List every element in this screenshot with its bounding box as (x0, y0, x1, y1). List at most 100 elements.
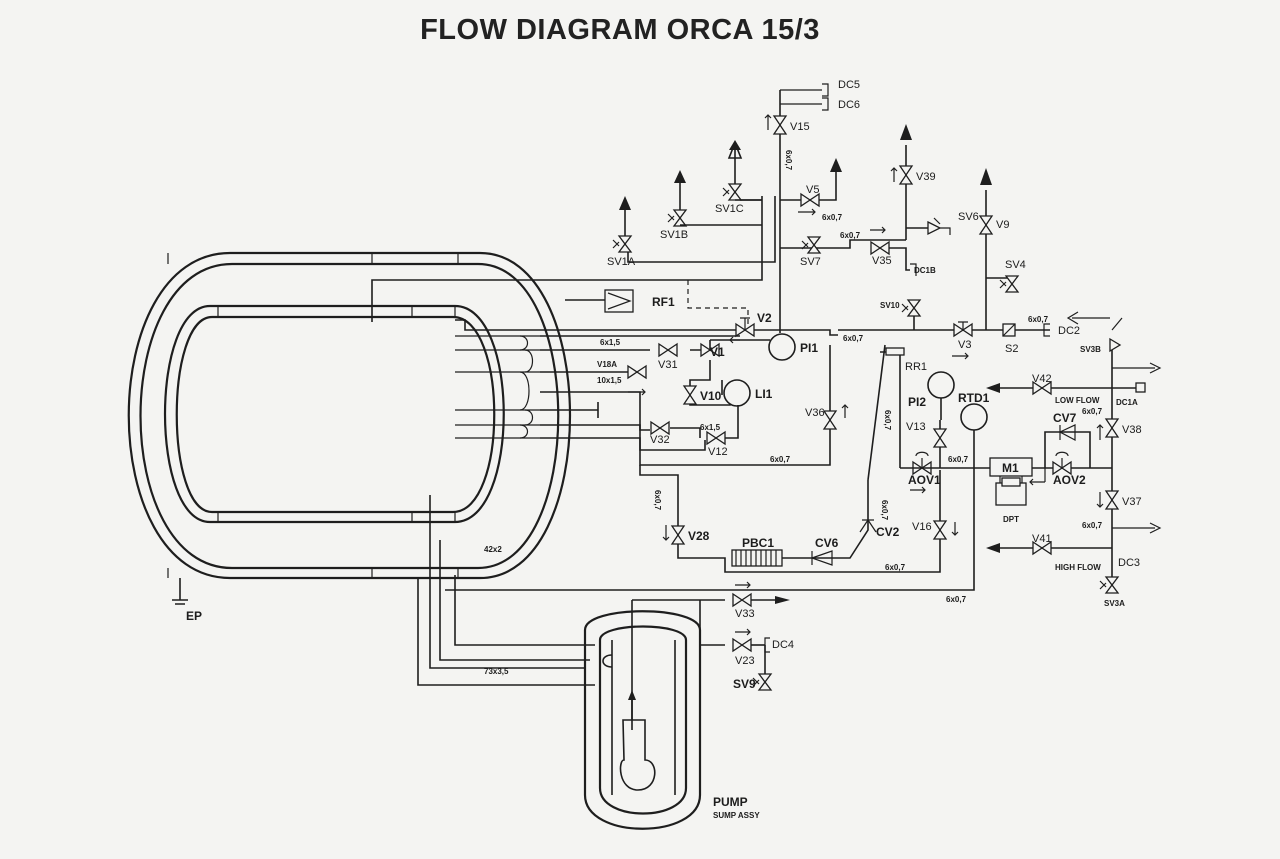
cv7-check-valve[interactable]: CV7 (1053, 411, 1077, 441)
cv2-label: CV2 (876, 525, 900, 539)
sv6-valve[interactable] (927, 217, 942, 236)
dc6-label: DC6 (838, 99, 860, 111)
dc1b-label: DC1B (914, 266, 936, 275)
pump-label: PUMP (713, 795, 748, 809)
v1-label: V1 (710, 345, 725, 359)
cv6-label: CV6 (815, 536, 839, 550)
v31-valve[interactable] (658, 343, 678, 357)
v13-label: V13 (906, 421, 926, 433)
diagram-title: FLOW DIAGRAM ORCA 15/3 (420, 14, 820, 46)
sv3b-valve[interactable] (1109, 337, 1122, 353)
s2-strainer[interactable]: S2 (1002, 323, 1018, 355)
pi1-gauge: PI1 (768, 333, 818, 361)
sv10-label: SV10 (880, 301, 900, 310)
dc5-label: DC5 (838, 79, 860, 91)
li1-gauge: LI1 (723, 379, 773, 407)
pi2-label: PI2 (908, 395, 926, 409)
v5-label: V5 (806, 184, 819, 196)
v28-label: V28 (688, 529, 710, 543)
high-flow-label: HIGH FLOW (1055, 563, 1101, 572)
v36-label: V36 (805, 407, 825, 419)
v42-label: V42 (1032, 373, 1052, 385)
sv1c-valve[interactable] (722, 183, 742, 201)
sv1b-valve[interactable] (667, 209, 687, 227)
pipe-size-6x1-5-a: 6x1,5 (600, 338, 621, 347)
pipe-size-6x0-7-m: 6x0,7 (1028, 315, 1049, 324)
sv9-valve[interactable] (752, 673, 772, 691)
v13-valve[interactable] (933, 428, 947, 448)
v37-valve[interactable] (1105, 490, 1119, 510)
v3-label: V3 (958, 339, 971, 351)
s2-label: S2 (1005, 343, 1018, 355)
v28-valve[interactable] (671, 525, 685, 545)
v31-label: V31 (658, 359, 678, 371)
sv1a-label: SV1A (607, 256, 636, 268)
v33-valve[interactable] (732, 593, 752, 607)
v16-label: V16 (912, 521, 932, 533)
sv6-label: SV6 (958, 211, 979, 223)
v18a-valve[interactable] (627, 365, 647, 379)
v39-label: V39 (916, 171, 936, 183)
v2-valve[interactable] (735, 317, 755, 337)
ep-label: EP (186, 609, 202, 623)
v36-valve[interactable] (823, 410, 837, 430)
cv6-check-valve[interactable]: CV6 (810, 536, 839, 566)
pipe-size-6x0-7-i: 6x0,7 (1082, 521, 1103, 530)
v32-valve[interactable] (650, 421, 670, 435)
sv1c-label: SV1C (715, 203, 744, 215)
v9-label: V9 (996, 219, 1009, 231)
sump-assy-label: SUMP ASSY (713, 811, 760, 820)
v37-label: V37 (1122, 496, 1142, 508)
sv1a-valve[interactable] (612, 235, 632, 253)
pi2-gauge: PI2 (908, 371, 955, 409)
dc2-label: DC2 (1058, 325, 1080, 337)
v33-label: V33 (735, 608, 755, 620)
v10-valve[interactable] (683, 385, 697, 405)
v41-label: V41 (1032, 533, 1052, 545)
pbc1-label: PBC1 (742, 536, 774, 550)
sv10-valve[interactable] (901, 299, 921, 317)
v39-valve[interactable] (899, 165, 913, 185)
v12-label: V12 (708, 446, 728, 458)
dc1a-label: DC1A (1116, 398, 1138, 407)
sv9-label: SV9 (733, 677, 756, 691)
pipe-size-6x0-7-h: 6x0,7 (1082, 407, 1103, 416)
pipe-size-6x0-7-b: 6x0,7 (653, 490, 662, 511)
v16-valve[interactable] (933, 520, 947, 540)
v23-valve[interactable] (732, 638, 752, 652)
pipe-size-6x0-7-g: 6x0,7 (946, 595, 967, 604)
aov1-valve[interactable] (912, 451, 932, 475)
v3-valve[interactable] (953, 321, 973, 337)
pipe-size-6x0-7-a: 6x0,7 (770, 455, 791, 464)
aov2-valve[interactable] (1052, 451, 1072, 475)
v32-label: V32 (650, 434, 670, 446)
aov1-label: AOV1 (908, 473, 941, 487)
pipe-size-6x0-7-f: 6x0,7 (948, 455, 969, 464)
dpt-label: DPT (1003, 515, 1019, 524)
v35-valve[interactable] (870, 241, 890, 255)
v35-label: V35 (872, 255, 892, 267)
pipe-size-6x0-7-k: 6x0,7 (822, 213, 843, 222)
v9-valve[interactable] (979, 215, 993, 235)
v12-valve[interactable] (706, 431, 726, 445)
pipe-size-6x0-7-n: 6x0,7 (843, 334, 864, 343)
vessel-top-lines (371, 89, 822, 333)
dc3-label: DC3 (1118, 557, 1140, 569)
aov2-label: AOV2 (1053, 473, 1086, 487)
sv7-label: SV7 (800, 256, 821, 268)
sv3a-valve[interactable] (1099, 576, 1119, 594)
m1-flowmeter: M1 DPT (989, 457, 1033, 524)
sv7-valve[interactable] (801, 236, 821, 254)
rtd1-label: RTD1 (958, 391, 990, 405)
pipe-size-6x0-7-e: 6x0,7 (883, 410, 892, 431)
heat-exchanger-coils (455, 319, 838, 451)
pipe-size-6x0-7-d: 6x0,7 (885, 563, 906, 572)
rf1-filter: RF1 (604, 289, 675, 313)
cv2-check-valve[interactable]: CV2 (859, 519, 900, 539)
v15-valve[interactable] (773, 115, 787, 135)
v38-valve[interactable] (1105, 418, 1119, 438)
v18a-label: V18A (597, 360, 617, 369)
sv1b-label: SV1B (660, 229, 688, 241)
v38-label: V38 (1122, 424, 1142, 436)
